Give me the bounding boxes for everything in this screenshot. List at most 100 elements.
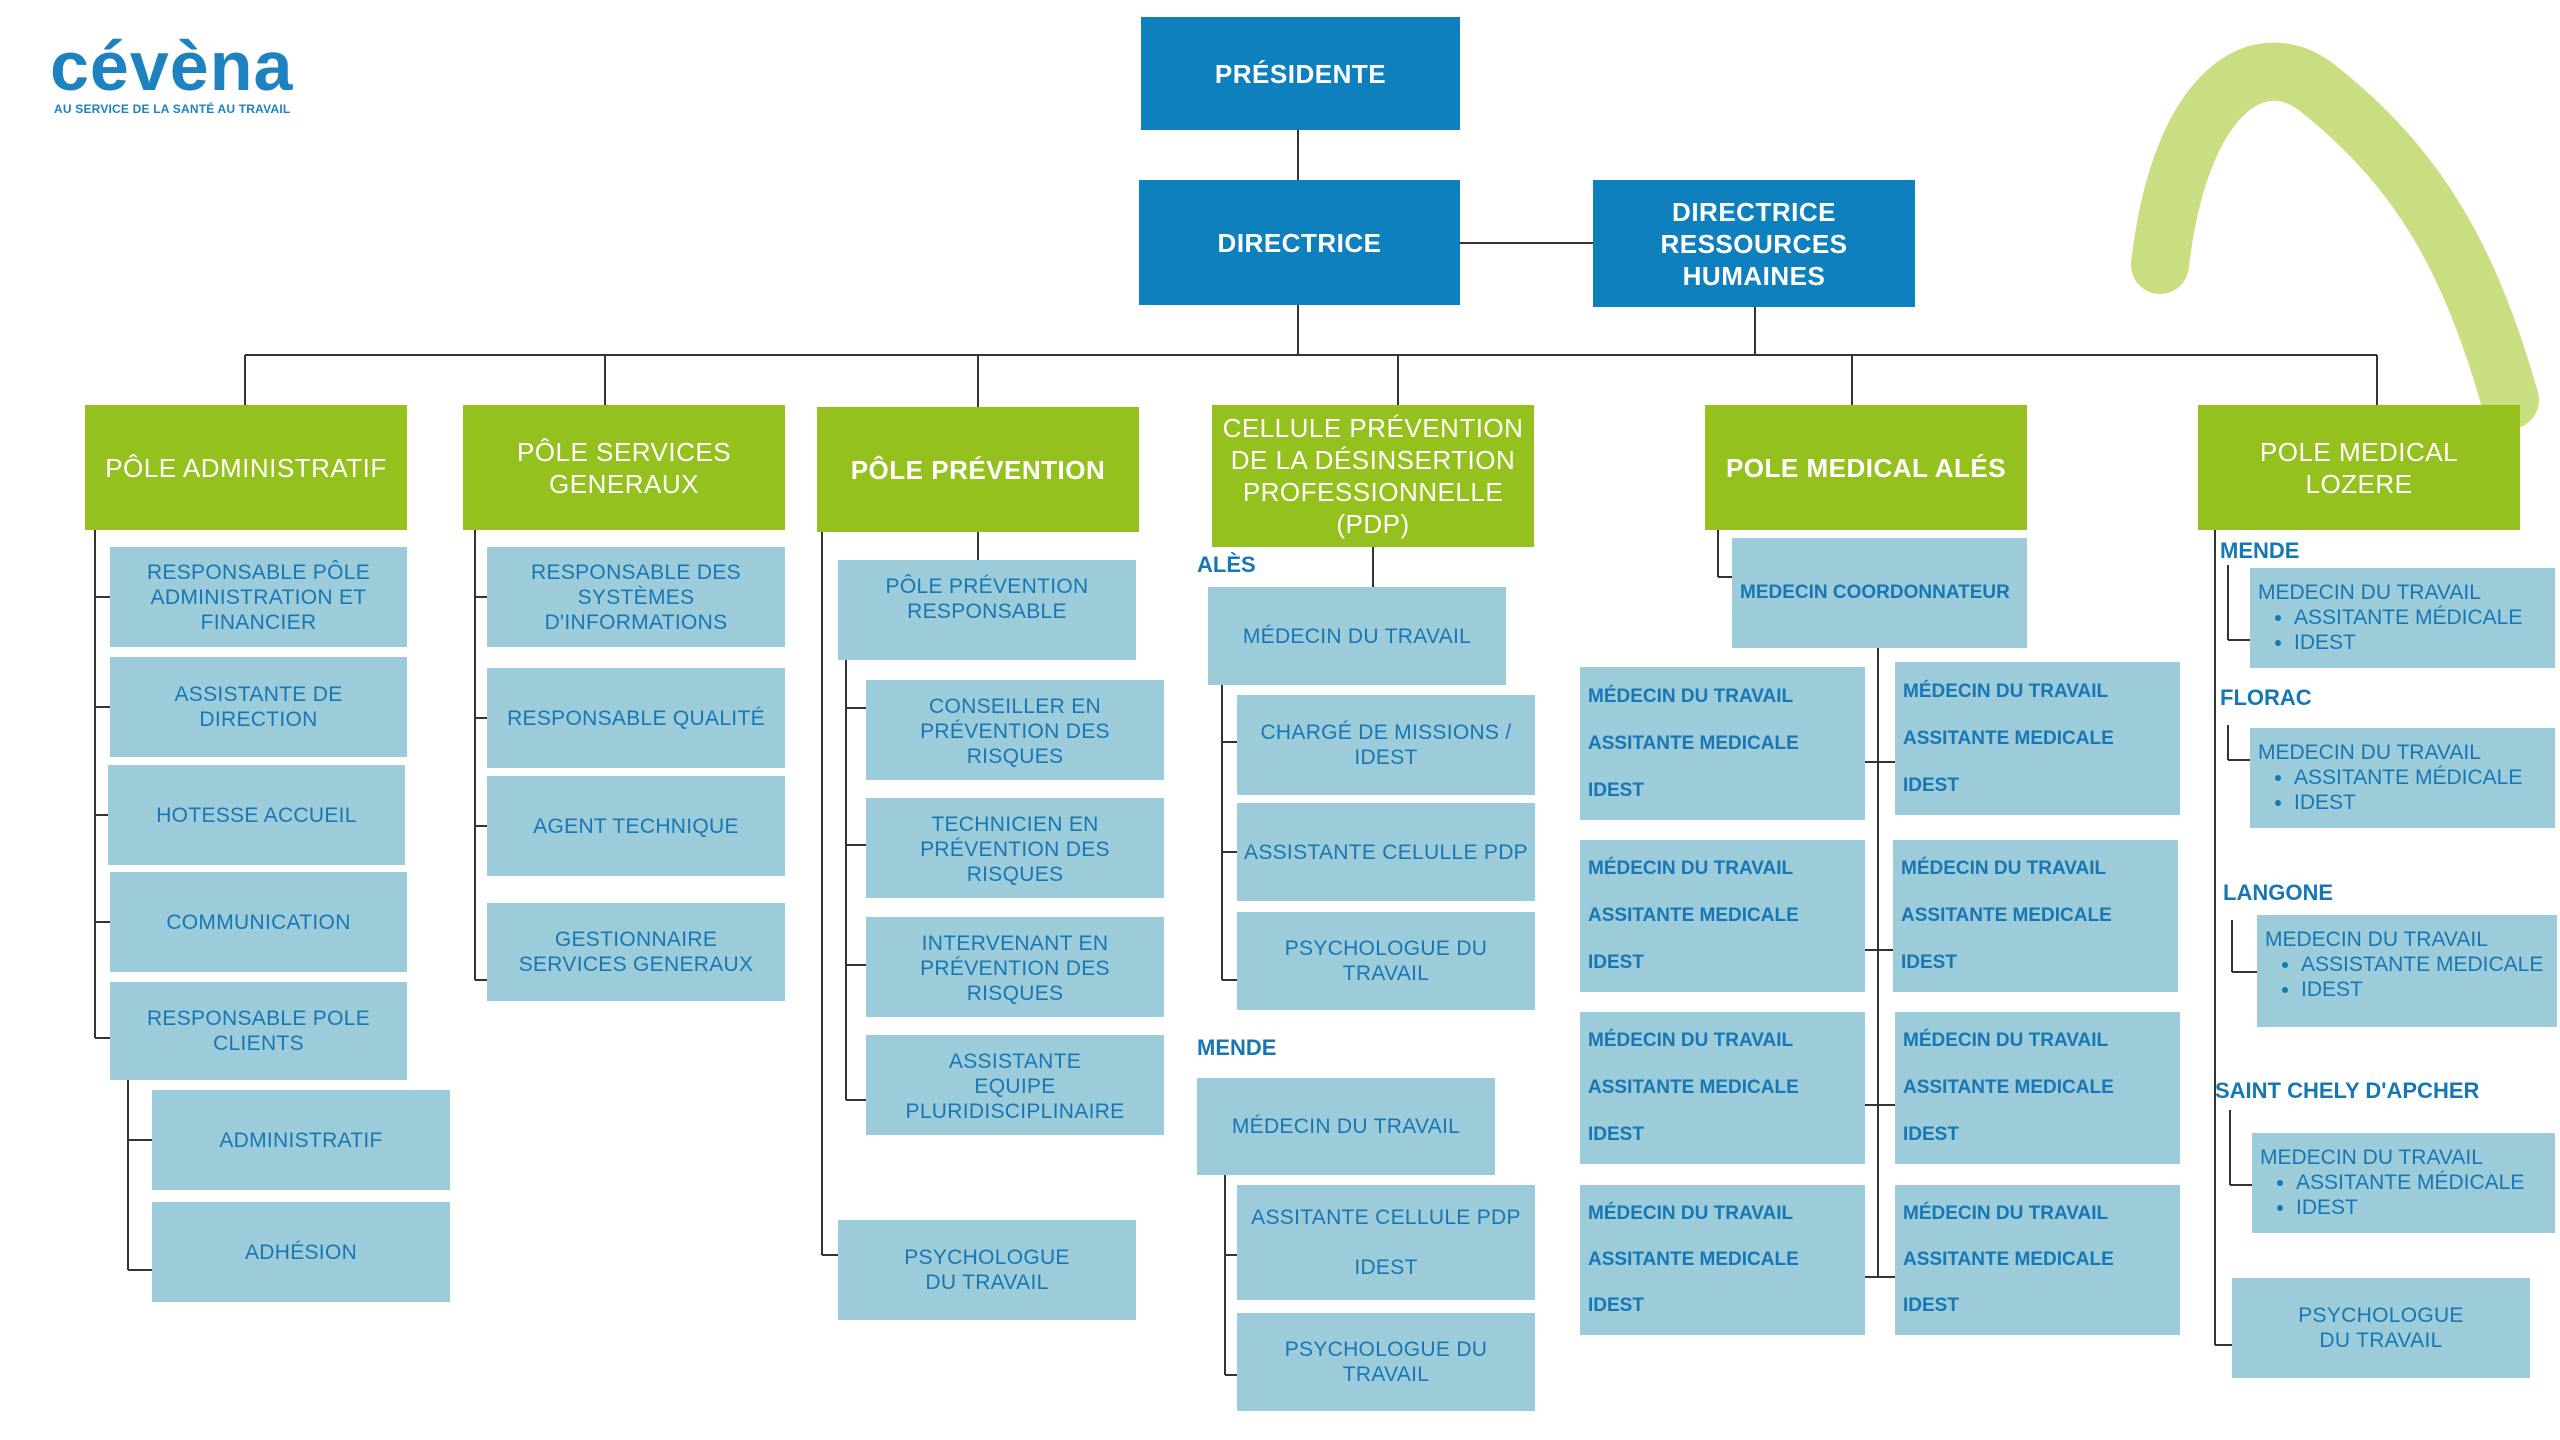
- ales-cell-medecin: MÉDECIN DU TRAVAIL: [1903, 1203, 2109, 1224]
- ales-cell-medecin: MÉDECIN DU TRAVAIL: [1588, 1030, 1794, 1052]
- services-item: GESTIONNAIRE SERVICES GENERAUX: [487, 903, 785, 1001]
- ales-cell-idest: IDEST: [1901, 951, 1957, 973]
- ales-medical-cell: MÉDECIN DU TRAVAIL ASSITANTE MEDICALE IDES…: [1895, 1185, 2180, 1335]
- ales-cell-medecin: MÉDECIN DU TRAVAIL: [1588, 685, 1794, 707]
- ales-medical-cell: MÉDECIN DU TRAVAIL ASSITANTE MEDICALE IDES…: [1580, 667, 1865, 820]
- ales-cell-medecin: MÉDECIN DU TRAVAIL: [1588, 858, 1794, 880]
- ales-cell-assistante: ASSITANTE MEDICALE: [1588, 1076, 1799, 1098]
- admin-sub-item: ADMINISTRATIF: [152, 1090, 450, 1190]
- ales-cell-assistante: ASSITANTE MEDICALE: [1903, 727, 2114, 749]
- ales-cell-assistante: ASSITANTE MEDICALE: [1903, 1249, 2114, 1270]
- directrice-box: DIRECTRICE: [1139, 180, 1460, 305]
- ales-medical-cell: MÉDECIN DU TRAVAIL ASSITANTE MEDICALE IDES…: [1580, 1012, 1865, 1164]
- admin-item: ASSISTANTE DE DIRECTION: [110, 657, 407, 757]
- pdp-ales-item: ASSISTANTE CELULLE PDP: [1237, 803, 1535, 901]
- lozere-site-box: MEDECIN DU TRAVAIL ASSITANTE MÉDICALEIDE…: [2252, 1133, 2555, 1233]
- pdp-mende-item: IDEST: [1354, 1255, 1418, 1279]
- ales-cell-idest: IDEST: [1588, 1123, 1644, 1145]
- lozere-site-list-item: IDEST: [2301, 977, 2549, 1002]
- lozere-site-head: MEDECIN DU TRAVAIL: [2260, 1146, 2483, 1169]
- ales-cell-assistante: ASSITANTE MEDICALE: [1588, 1249, 1799, 1270]
- lozere-site-label: LANGONE: [2223, 880, 2333, 905]
- lozere-site-box: MEDECIN DU TRAVAIL ASSISTANTE MEDICALEID…: [2257, 915, 2557, 1027]
- pdp-mende-label: MENDE: [1197, 1035, 1277, 1060]
- lozere-site-list-item: ASSITANTE MÉDICALE: [2294, 605, 2547, 630]
- ales-medical-cell: MÉDECIN DU TRAVAIL ASSITANTE MEDICALE IDES…: [1580, 840, 1865, 992]
- cevena-logo: cévèna AU SERVICE DE LA SANTÉ AU TRAVAIL: [50, 30, 293, 116]
- ales-medical-cell: MÉDECIN DU TRAVAIL ASSITANTE MEDICALE IDES…: [1893, 840, 2178, 992]
- ales-cell-medecin: MÉDECIN DU TRAVAIL: [1588, 1203, 1794, 1224]
- pdp-mende-item: PSYCHOLOGUE DU TRAVAIL: [1237, 1313, 1535, 1411]
- lozere-site-box: MEDECIN DU TRAVAIL ASSITANTE MÉDICALEIDE…: [2250, 728, 2555, 828]
- ales-cell-idest: IDEST: [1903, 1295, 1959, 1316]
- ales-cell-medecin: MÉDECIN DU TRAVAIL: [1903, 1030, 2109, 1052]
- ales-cell-medecin: MÉDECIN DU TRAVAIL: [1901, 858, 2107, 880]
- lozere-site-box: MEDECIN DU TRAVAIL ASSITANTE MÉDICALEIDE…: [2250, 568, 2555, 668]
- ales-cell-idest: IDEST: [1903, 1123, 1959, 1145]
- ales-medical-cell: MÉDECIN DU TRAVAIL ASSITANTE MEDICALE IDES…: [1895, 662, 2180, 815]
- pole-medical-lozere-header: POLE MEDICAL LOZERE: [2198, 405, 2520, 530]
- lozere-site-list-item: IDEST: [2294, 630, 2547, 655]
- decorative-arc: [2131, 42, 2539, 429]
- admin-sub-item: ADHÉSION: [152, 1202, 450, 1302]
- ales-cell-idest: IDEST: [1588, 1295, 1644, 1316]
- lozere-site-list-item: IDEST: [2294, 790, 2547, 815]
- lozere-site-list: ASSITANTE MÉDICALEIDEST: [2258, 765, 2547, 815]
- ales-cell-idest: IDEST: [1903, 774, 1959, 796]
- lozere-site-label: FLORAC: [2220, 685, 2312, 710]
- prevention-item: ASSISTANTE EQUIPE PLURIDISCIPLINAIRE: [866, 1035, 1164, 1135]
- lozere-site-list-item: ASSITANTE MÉDICALE: [2296, 1170, 2547, 1195]
- services-item: AGENT TECHNIQUE: [487, 776, 785, 876]
- lozere-site-list-item: IDEST: [2296, 1195, 2547, 1220]
- prevention-item: TECHNICIEN EN PRÉVENTION DES RISQUES: [866, 798, 1164, 898]
- ales-cell-assistante: ASSITANTE MEDICALE: [1588, 732, 1799, 754]
- ales-cell-idest: IDEST: [1588, 951, 1644, 973]
- ales-cell-idest: IDEST: [1588, 779, 1644, 801]
- lozere-psy: PSYCHOLOGUE DU TRAVAIL: [2232, 1278, 2530, 1378]
- pdp-ales-item: CHARGÉ DE MISSIONS / IDEST: [1237, 695, 1535, 795]
- lozere-site-label: SAINT CHELY D'APCHER: [2215, 1078, 2480, 1103]
- ales-cell-assistante: ASSITANTE MEDICALE: [1588, 904, 1799, 926]
- medecin-coordonnateur-box: MEDECIN COORDONNATEUR: [1732, 538, 2027, 648]
- lozere-site-head: MEDECIN DU TRAVAIL: [2258, 581, 2481, 604]
- logo-tagline: AU SERVICE DE LA SANTÉ AU TRAVAIL: [54, 102, 291, 116]
- logo-wordmark: cévèna: [50, 27, 294, 105]
- pole-medical-ales-header: POLE MEDICAL ALÉS: [1705, 405, 2027, 530]
- lozere-site-head: MEDECIN DU TRAVAIL: [2258, 741, 2481, 764]
- pdp-ales-head: MÉDECIN DU TRAVAIL: [1208, 587, 1506, 685]
- prevention-psy: PSYCHOLOGUE DU TRAVAIL: [838, 1220, 1136, 1320]
- pole-administratif-header: PÔLE ADMINISTRATIF: [85, 405, 407, 530]
- prevention-item: INTERVENANT EN PRÉVENTION DES RISQUES: [866, 917, 1164, 1017]
- lozere-site-list: ASSITANTE MÉDICALEIDEST: [2258, 605, 2547, 655]
- cellule-pdp-header: CELLULE PRÉVENTION DE LA DÉSINSERTION PR…: [1212, 405, 1534, 547]
- pole-services-header: PÔLE SERVICES GENERAUX: [463, 405, 785, 530]
- services-item: RESPONSABLE QUALITÉ: [487, 668, 785, 768]
- ales-cell-medecin: MÉDECIN DU TRAVAIL: [1903, 680, 2109, 702]
- prevention-head: PÔLE PRÉVENTION RESPONSABLE: [838, 560, 1136, 660]
- drh-box: DIRECTRICE RESSOURCES HUMAINES: [1593, 180, 1915, 307]
- pdp-ales-item: PSYCHOLOGUE DU TRAVAIL: [1237, 912, 1535, 1010]
- admin-item: COMMUNICATION: [110, 872, 407, 972]
- admin-item: RESPONSABLE PÔLE ADMINISTRATION ET FINAN…: [110, 547, 407, 647]
- presidente-box: PRÉSIDENTE: [1141, 17, 1460, 130]
- prevention-item: CONSEILLER EN PRÉVENTION DES RISQUES: [866, 680, 1164, 780]
- lozere-site-label: MENDE: [2220, 538, 2300, 563]
- services-item: RESPONSABLE DES SYSTÈMES D'INFORMATIONS: [487, 547, 785, 647]
- admin-item: HOTESSE ACCUEIL: [108, 765, 405, 865]
- pdp-mende-item: ASSITANTE CELLULE PDP: [1251, 1206, 1521, 1230]
- lozere-site-list-item: ASSITANTE MÉDICALE: [2294, 765, 2547, 790]
- lozere-site-head: MEDECIN DU TRAVAIL: [2265, 928, 2488, 951]
- pdp-ales-label: ALÈS: [1197, 552, 1256, 577]
- admin-item: RESPONSABLE POLE CLIENTS: [110, 982, 407, 1080]
- ales-medical-cell: MÉDECIN DU TRAVAIL ASSITANTE MEDICALE IDES…: [1580, 1185, 1865, 1335]
- pole-prevention-header: PÔLE PRÉVENTION: [817, 407, 1139, 532]
- lozere-site-list-item: ASSISTANTE MEDICALE: [2301, 952, 2549, 977]
- lozere-site-list: ASSITANTE MÉDICALEIDEST: [2260, 1170, 2547, 1220]
- pdp-mende-assistant-box: ASSITANTE CELLULE PDP IDEST: [1237, 1185, 1535, 1300]
- pdp-mende-head: MÉDECIN DU TRAVAIL: [1197, 1078, 1495, 1175]
- ales-cell-assistante: ASSITANTE MEDICALE: [1901, 904, 2112, 926]
